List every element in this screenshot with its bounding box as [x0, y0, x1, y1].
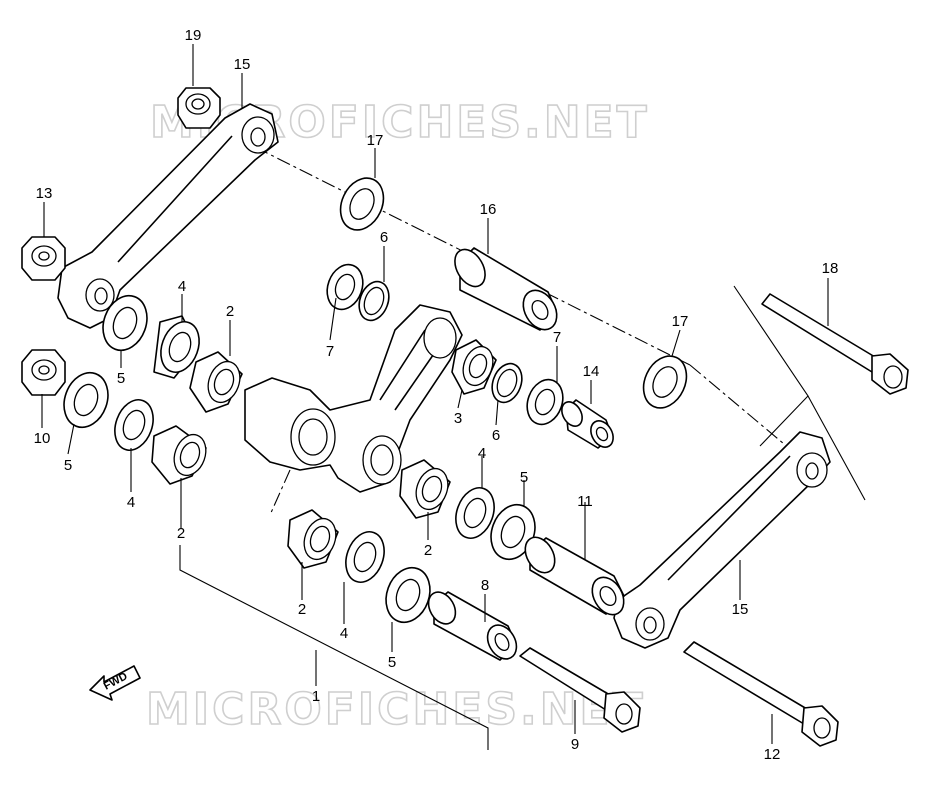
callout-13: 13	[36, 185, 53, 202]
callout-3: 3	[454, 410, 462, 427]
callout-7-upper: 7	[326, 343, 334, 360]
callout-1: 1	[312, 688, 320, 705]
callout-2-b: 2	[177, 525, 185, 542]
bearing-2-a	[189, 351, 243, 413]
callout-11: 11	[577, 493, 593, 510]
seal-4-d	[345, 531, 385, 583]
watermark-bottom: MICROFICHES.NET	[146, 684, 646, 735]
spacer-8	[427, 591, 518, 661]
forward-arrow-icon: FWD	[89, 665, 141, 701]
washer-7-lower	[526, 378, 564, 426]
washer-17-lower	[642, 355, 688, 409]
callout-6-lower: 6	[492, 427, 500, 444]
seal-4-b	[114, 399, 154, 451]
washer-17-upper	[339, 177, 385, 231]
callout-6-upper: 6	[380, 229, 388, 246]
callout-4-c: 4	[478, 445, 486, 462]
callout-4-b: 4	[127, 494, 135, 511]
callout-16: 16	[480, 201, 497, 218]
spacer-16	[454, 247, 558, 331]
spacer-11	[524, 536, 625, 616]
callout-7-lower: 7	[553, 329, 561, 346]
callout-19: 19	[185, 27, 202, 44]
callout-4-a: 4	[178, 278, 186, 295]
bearing-2-b	[151, 425, 207, 485]
bolt-12	[683, 641, 839, 747]
callout-4-d: 4	[340, 625, 348, 642]
callout-2-c: 2	[424, 542, 432, 559]
washer-6-lower	[491, 362, 523, 404]
callout-5-a: 5	[117, 370, 125, 387]
bearing-3	[451, 339, 497, 395]
callout-5-b: 5	[64, 457, 72, 474]
bolt-9	[519, 647, 641, 733]
nut-19	[177, 87, 221, 129]
washer-6-upper	[358, 280, 390, 322]
cushion-lever	[244, 304, 463, 493]
nut-13	[21, 236, 66, 281]
bearing-2-c	[399, 459, 451, 519]
washer-5-b	[63, 371, 109, 429]
callout-5-c: 5	[520, 469, 528, 486]
callout-15-upper: 15	[234, 56, 251, 73]
callout-5-d: 5	[388, 654, 396, 671]
washer-5-d	[385, 566, 431, 624]
group-lines	[179, 285, 866, 750]
callout-2-a: 2	[226, 303, 234, 320]
callout-labels: 19 15 17 13 16 6 7 18 4 2 5 10 5 4 2 17 …	[34, 27, 839, 763]
nut-10	[21, 349, 66, 396]
callout-15-lower: 15	[732, 601, 749, 618]
link-rod-lower	[613, 431, 831, 649]
callout-10: 10	[34, 430, 51, 447]
bearing-2-d	[287, 509, 339, 569]
callout-17-upper: 17	[367, 132, 384, 149]
seal-4-c	[455, 487, 495, 539]
callout-8: 8	[481, 577, 489, 594]
spacer-14	[561, 399, 614, 449]
callout-14: 14	[583, 363, 600, 380]
link-rod-upper	[57, 103, 279, 329]
washer-5-a	[102, 294, 148, 352]
bolt-18	[761, 293, 909, 395]
seal-4-a	[153, 315, 200, 379]
callout-2-d: 2	[298, 601, 306, 618]
callout-9: 9	[571, 736, 579, 753]
callout-18: 18	[822, 260, 839, 277]
callout-17-lower: 17	[672, 313, 689, 330]
leader-lines	[41, 44, 829, 744]
callout-12: 12	[764, 746, 781, 763]
